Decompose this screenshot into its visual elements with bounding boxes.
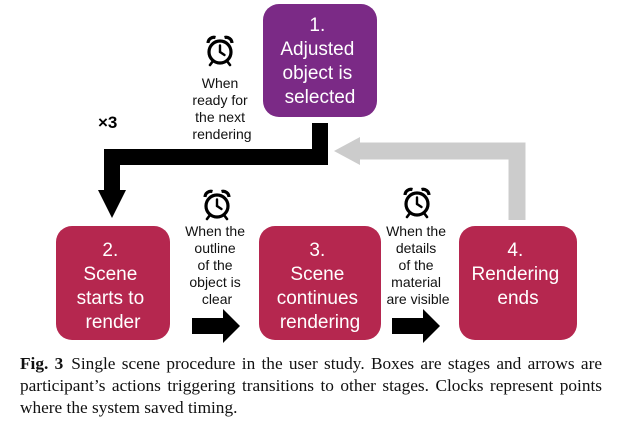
stage-4-line: 4. [507, 240, 523, 261]
stage-3-box: 3. Scene continues rendering [259, 226, 381, 340]
caption-text: Single scene procedure in the user study… [20, 354, 603, 417]
stage-1-box: 1. Adjusted object is selected [263, 4, 377, 117]
alarm-clock-icon [206, 35, 234, 67]
alarm-clock-icon [403, 187, 431, 219]
trigger-outline-clear: When the outline of the object is clear [185, 223, 249, 307]
stage-2-line: starts to [77, 288, 145, 309]
stage-1-line: selected [285, 87, 356, 108]
stage-1-line: Adjusted [280, 39, 354, 60]
stage-2-line: 2. [102, 240, 118, 261]
stage-3-line: continues [277, 288, 358, 309]
return-arrow [334, 137, 526, 220]
stage-4-box: 4. Rendering ends [459, 226, 577, 340]
next-rendering-arrow [98, 123, 328, 218]
stage-3-line: rendering [280, 312, 360, 333]
repeat-count-label: ×3 [98, 113, 117, 132]
svg-text:4. Rendering ends: 4. Rendering ends [472, 240, 565, 309]
stage-2-box: 2. Scene starts to render [56, 226, 170, 340]
stage-4-line: Rendering [472, 264, 560, 285]
procedure-diagram: 1. Adjusted object is selected 2. Scene … [56, 4, 577, 343]
stage-1-line: 1. [309, 15, 325, 36]
trigger-next-rendering: When ready for the next rendering [192, 75, 251, 142]
stage-3-line: 3. [309, 240, 325, 261]
alarm-clock-icon [203, 189, 231, 221]
details-visible-arrow [392, 309, 440, 343]
stage-2-line: Scene [83, 264, 137, 285]
svg-text:2. Scene starts to: 2. Scene starts to render [77, 240, 150, 333]
outline-clear-arrow [192, 309, 240, 343]
stage-2-line: render [86, 312, 142, 333]
svg-text:1. Adjusted object: 1. Adjusted object is selected [280, 15, 359, 108]
figure-label: Fig. 3 [20, 354, 64, 373]
svg-text:3. Scene continues: 3. Scene continues rendering [277, 240, 364, 333]
stage-1-line: object is [283, 63, 353, 84]
trigger-details-visible: When the details of the material are vis… [386, 223, 450, 307]
stage-4-line: ends [497, 288, 538, 309]
stage-3-line: Scene [290, 264, 344, 285]
